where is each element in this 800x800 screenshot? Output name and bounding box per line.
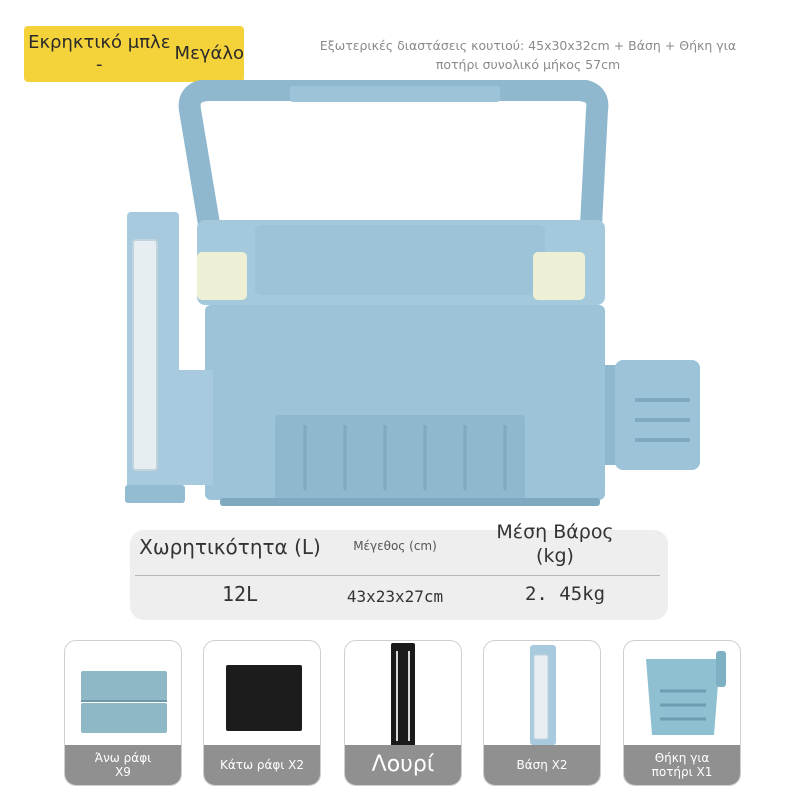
cup-holder-image: [646, 651, 726, 735]
lower-tray-image: [226, 665, 302, 731]
variant-badge-line2: Μεγάλο: [174, 43, 244, 64]
capacity-value: 12L: [221, 582, 259, 606]
accessory-caption-line1: Θήκη για: [654, 751, 710, 765]
strap-image: [391, 643, 415, 747]
accessory-caption-line2: X9: [115, 765, 131, 779]
weight-header-line1: Μέση Βάρος: [496, 521, 614, 543]
spec-divider: [135, 575, 660, 576]
weight-header-line2: (kg): [536, 545, 574, 567]
accessory-card-cup-holder[interactable]: Θήκη για ποτήρι X1: [623, 640, 741, 786]
accessory-caption: Βάση X2: [484, 745, 600, 785]
spec-table: Χωρητικότητα (L) Μέγεθος (cm) Μέση Βάρος…: [130, 521, 668, 620]
accessory-card-lower-tray[interactable]: Κάτω ράφι X2: [203, 640, 321, 786]
accessory-card-base[interactable]: Βάση X2: [483, 640, 601, 786]
tackle-box-image: [125, 80, 700, 506]
accessory-caption: Λουρί: [345, 745, 461, 785]
upper-tray-image: [81, 671, 167, 733]
accessory-card-strap[interactable]: Λουρί: [344, 640, 462, 786]
accessory-caption-line1: Κάτω ράφι X2: [219, 758, 305, 772]
accessory-caption-line2: ποτήρι X1: [651, 765, 713, 779]
accessory-caption-line1: Άνω ράφι: [94, 751, 152, 765]
size-header: Μέγεθος (cm): [353, 539, 437, 553]
weight-header: Μέση Βάρος (kg): [475, 520, 635, 568]
accessory-caption-line1: Βάση X2: [516, 758, 568, 772]
accessory-card-upper-tray[interactable]: Άνω ράφι X9: [64, 640, 182, 786]
dimensions-note: Εξωτερικές διαστάσεις κουτιού: 45x30x32c…: [278, 36, 778, 74]
accessory-caption-line1: Λουρί: [371, 752, 435, 777]
variant-badge-line1: Εκρηκτικό μπλε -: [28, 32, 171, 75]
accessory-caption: Θήκη για ποτήρι X1: [624, 745, 740, 785]
capacity-header: Χωρητικότητα (L): [139, 535, 321, 559]
weight-value: 2. 45kg: [524, 583, 606, 605]
size-value: 43x23x27cm: [346, 587, 444, 606]
base-image: [530, 645, 556, 745]
accessory-caption: Άνω ράφι X9: [65, 745, 181, 785]
dimensions-note-line2: ποτήρι συνολικό μήκος 57cm: [435, 57, 621, 72]
dimensions-note-line1: Εξωτερικές διαστάσεις κουτιού: 45x30x32c…: [319, 38, 737, 53]
variant-badge: Εκρηκτικό μπλε - Μεγάλο: [24, 26, 244, 82]
accessory-caption: Κάτω ράφι X2: [204, 745, 320, 785]
